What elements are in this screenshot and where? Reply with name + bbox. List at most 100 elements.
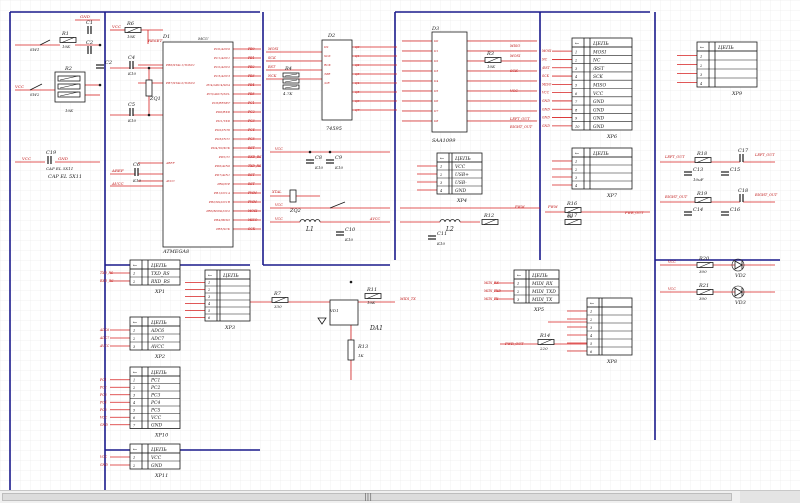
connector-ref: XP1	[154, 289, 165, 295]
netlabel: PB3	[247, 74, 255, 78]
pin-name: NC	[592, 58, 601, 64]
connector-xp10	[129, 366, 181, 429]
mcu-pin-label: PC6/RESET	[211, 101, 231, 105]
component-value: 10uF	[693, 177, 704, 182]
component-ref: C15	[730, 167, 740, 173]
pin-number: 1	[590, 310, 592, 314]
component-value: 220	[539, 346, 548, 351]
connector-xp1	[129, 259, 181, 286]
chip-pin: D2	[433, 59, 438, 63]
netlabel: PC2	[247, 110, 255, 114]
resistor-slash	[486, 57, 500, 63]
netlabel: GND	[542, 124, 550, 128]
chip-title: MCU	[197, 36, 209, 41]
pin-name: AVCC	[150, 344, 165, 350]
crystal-zq1	[145, 79, 153, 97]
netlabel: AVCC	[369, 217, 381, 221]
component-value: ATMEGA8	[162, 249, 189, 255]
mcu-pin-label: PC4/ADC4/SDA	[205, 83, 230, 87]
pin-number: 1	[440, 165, 442, 169]
resistor-slash	[698, 262, 712, 268]
arrow-icon: ←	[440, 156, 444, 162]
component-value: K10	[132, 178, 142, 183]
netlabel: VCC	[15, 84, 24, 89]
component-ref: VD1	[330, 308, 339, 313]
component-ref: C16	[730, 207, 741, 213]
netlabel: AREF	[111, 168, 124, 173]
pin-number: 2	[132, 464, 136, 468]
pin-name: PC1	[150, 378, 160, 384]
resistor-slash	[284, 79, 298, 83]
mcu-pin-label: PC5/ADC5/SCL	[206, 92, 230, 96]
resistor-slash	[59, 83, 79, 89]
chip-pin: D8	[433, 119, 438, 123]
connector-ref: XP9	[731, 91, 743, 97]
component-ref: L2	[445, 226, 454, 233]
netlabel: PB2	[247, 65, 255, 69]
netlabel: VCC	[275, 147, 283, 151]
component-ref: C19	[46, 150, 57, 156]
led-vd2	[734, 260, 743, 270]
connector-header: ЦЕПЬ	[718, 45, 734, 51]
component-value: CAP EL 5X11	[48, 174, 82, 180]
connector-ref: XP11	[154, 473, 168, 479]
scrollbar-thumb[interactable]: |||	[2, 492, 732, 501]
pin-number: 2	[699, 64, 703, 68]
netlabel: RST	[267, 65, 276, 69]
netlabel: MIDI_TX	[483, 297, 499, 301]
pin-name: SCK	[593, 74, 604, 80]
connector-ref: XP6	[606, 134, 618, 140]
connector-header: ЦЕПЬ	[593, 151, 609, 157]
mcu-pin-label: PB5/SCK	[215, 227, 230, 231]
connector-header: ЦЕПЬ	[151, 370, 167, 376]
mcu-pin-label: PD2/INT0	[214, 128, 230, 132]
component-ref: C11	[437, 231, 447, 237]
pin-number: 2	[516, 290, 520, 294]
inductor-l2	[439, 219, 461, 223]
connector-header: ЦЕПЬ	[532, 273, 548, 279]
pin-number: 2	[574, 168, 578, 172]
chip-pin: DS	[323, 45, 328, 49]
pin-name: TXD_RS	[151, 271, 170, 277]
netlabel: VCC	[668, 260, 676, 264]
resistor-slash	[696, 157, 710, 163]
connector-header: ЦЕПЬ	[151, 263, 167, 269]
mcu-pin-label: PB2/SS/OC1B	[208, 200, 231, 204]
pin-name: /RST	[592, 66, 605, 72]
mcu-pin-label: PB1/OC1A	[213, 191, 231, 195]
component-value: 10K	[367, 300, 376, 305]
netlabel: GND	[100, 423, 108, 427]
horizontal-scrollbar[interactable]: |||	[0, 490, 800, 503]
pin-number: 5	[133, 409, 136, 413]
resistor-segment	[57, 75, 81, 82]
connector-ref: XP2	[154, 354, 165, 360]
mcu-pin-label: PB3/MOSI/OC2	[205, 209, 230, 213]
connector-header: ЦЕПЬ	[151, 447, 167, 453]
component-value: CAP EL 5X11	[46, 166, 73, 171]
pin-number: 1	[575, 50, 577, 54]
component-value: K10	[436, 241, 446, 246]
mcu-pin-label: AVCC	[165, 179, 175, 183]
netlabel: PWM	[247, 191, 257, 195]
pin-number: 4	[589, 334, 592, 338]
chip-pin: Q4	[355, 81, 359, 85]
pin-name: RXD_RS	[150, 279, 170, 285]
pin-number: 1	[133, 379, 135, 383]
diode-vd1	[317, 317, 327, 325]
component-ref: C5	[128, 102, 135, 108]
netlabel: PWM	[547, 205, 558, 209]
netlabel: PWR_OUT	[624, 211, 644, 215]
pin-number: 4	[207, 302, 210, 306]
mcu-pin-label: PC1/ADC1	[213, 56, 230, 60]
chip-pin: Q3	[355, 72, 359, 76]
component-ref: ZQ2	[289, 208, 301, 214]
pin-name: GND	[151, 423, 163, 429]
netlabel: LEFT_OUT	[754, 153, 775, 157]
netlabel: RESET	[147, 38, 163, 43]
netlabel: PC1	[247, 101, 255, 105]
component-ref: DA1	[369, 325, 383, 332]
connector-ref: XP10	[154, 433, 169, 439]
component-ref: R14	[539, 333, 550, 339]
